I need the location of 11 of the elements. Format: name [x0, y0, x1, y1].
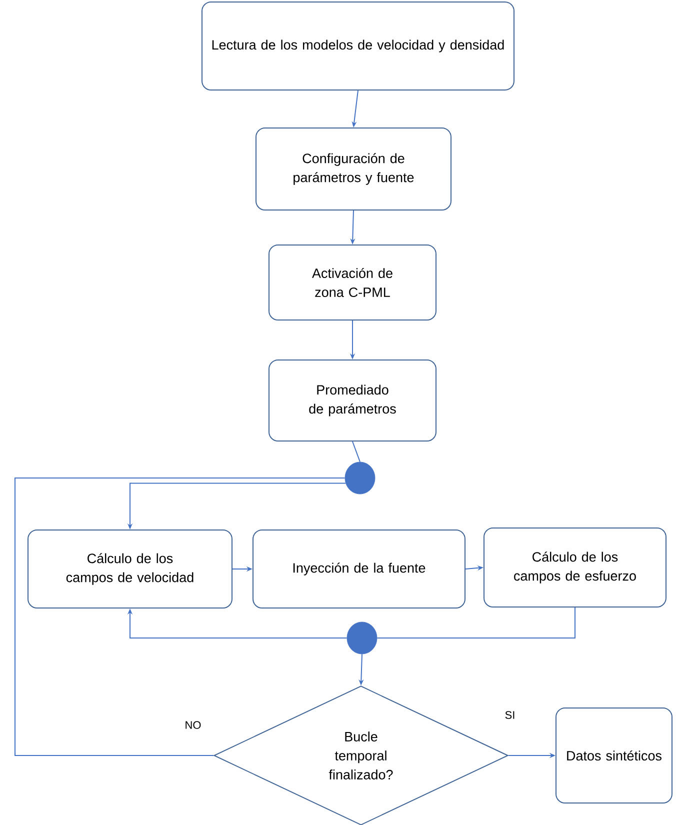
process-box: Cálculo de los campos de esfuerzo	[484, 528, 666, 608]
process-box: Cálculo de los campos de velocidad	[28, 530, 232, 608]
process-box: Configuración de parámetros y fuente	[256, 128, 452, 210]
process-box: Lectura de los modelos de velocidad y densidad	[202, 2, 514, 90]
process-box: Promediado de parámetros	[268, 360, 436, 442]
process-box: Datos sintéticos	[556, 708, 672, 804]
junction-dot	[346, 622, 378, 654]
junction-dot	[344, 462, 376, 494]
edge-label: NO	[184, 720, 202, 730]
process-box: Activación de zona C-PML	[268, 244, 436, 320]
process-box: Inyección de la fuente	[252, 530, 466, 608]
